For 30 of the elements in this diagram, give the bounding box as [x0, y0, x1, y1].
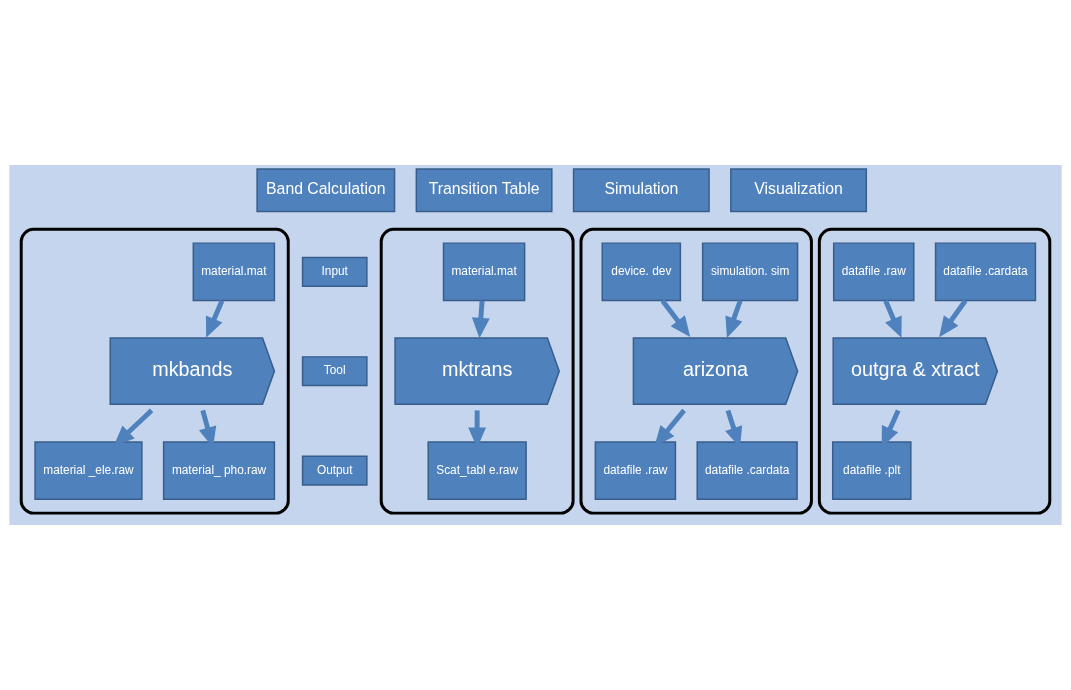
node-box: datafile .raw — [832, 242, 915, 302]
node-box: material.mat — [442, 242, 526, 302]
node-box: device. dev — [601, 242, 682, 302]
node-box: datafile .cardata — [934, 242, 1037, 302]
cluster — [817, 227, 1052, 515]
arrow — [660, 299, 691, 338]
arrow — [113, 408, 154, 446]
cluster — [579, 227, 813, 515]
cluster — [19, 227, 290, 515]
arrow — [205, 299, 225, 338]
node-box: Tool — [301, 356, 368, 387]
node-box: Visualization — [730, 168, 868, 213]
arrow — [883, 299, 902, 338]
arrow — [471, 300, 490, 339]
node-box: material_ pho.raw — [162, 441, 276, 501]
node-box: Scat_tabl e.raw — [427, 441, 527, 501]
cluster — [379, 227, 575, 515]
arrow — [725, 299, 743, 338]
node-box: datafile .raw — [594, 441, 677, 501]
arrow — [939, 299, 968, 338]
node-box: Simulation — [572, 168, 710, 213]
node-box: datafile .cardata — [696, 441, 798, 501]
node-box: Output — [301, 455, 368, 486]
node-box: datafile .plt — [831, 441, 912, 501]
node-box: material _ele.raw — [34, 441, 143, 501]
node-box: Band Calculation — [256, 168, 396, 213]
node-box: material.mat — [192, 242, 276, 302]
node-box: simulation. sim — [701, 242, 799, 302]
node-box: Transition Table — [415, 168, 553, 213]
node-box: Input — [301, 256, 368, 287]
